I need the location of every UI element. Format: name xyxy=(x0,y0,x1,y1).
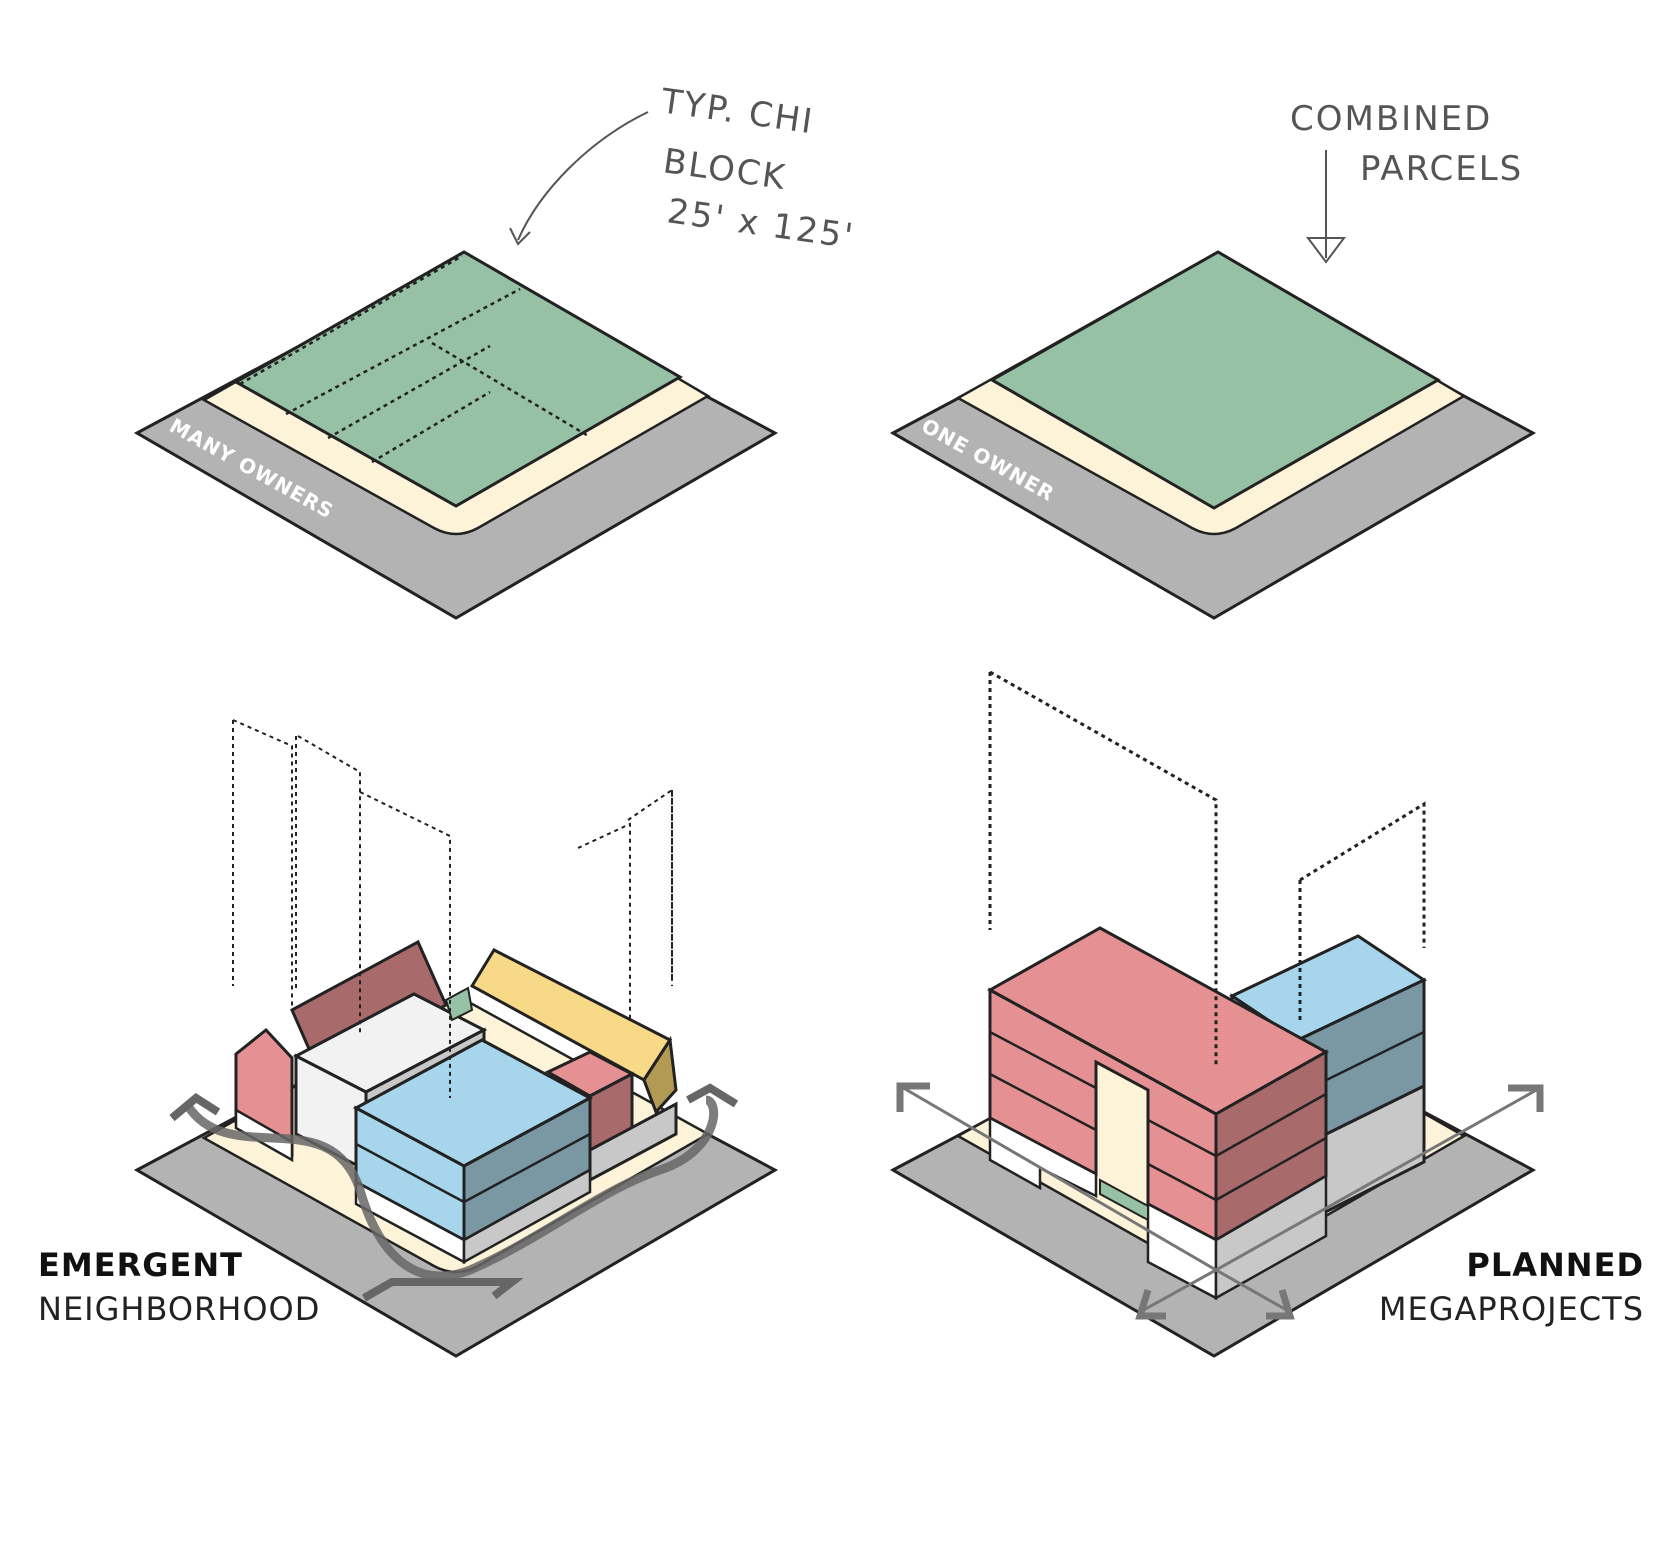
parcel-lines xyxy=(235,254,681,508)
building-gray-base-side xyxy=(1214,1173,1328,1301)
building-blue-base-side xyxy=(462,1167,592,1265)
red-floor-line-1 xyxy=(989,1030,1097,1090)
parcel-combined xyxy=(988,250,1442,510)
note-left-arrowhead xyxy=(509,227,531,246)
red-floor-line-side-2 xyxy=(1215,1136,1327,1202)
red-floor-line-3 xyxy=(1147,1118,1217,1158)
green-patch xyxy=(1099,1178,1149,1222)
note-left-line3: 25' x 125' xyxy=(665,191,857,257)
caption-subtitle-right: MEGAPROJECTS xyxy=(1378,1290,1644,1328)
caption-title-right: PLANNED xyxy=(1466,1246,1644,1284)
red-floor-line-2 xyxy=(989,1072,1097,1132)
blue-floor-line xyxy=(355,1142,465,1204)
note-right-arrowhead xyxy=(1306,237,1346,264)
note-right-line2: PARCELS xyxy=(1360,149,1523,189)
caption-subtitle-left: NEIGHBORHOOD xyxy=(38,1290,321,1328)
red-floor-line-side-1 xyxy=(1215,1092,1327,1158)
ownership-drop-lines xyxy=(988,670,1426,1068)
circulation-arrow-bottom xyxy=(362,1278,524,1302)
blue-floor-line-side xyxy=(463,1132,591,1204)
circulation-arrow-right xyxy=(686,1083,739,1108)
green-patch xyxy=(444,986,474,1022)
handwritten-note-left: TYP. CHI BLOCK 25' x 125' xyxy=(509,81,857,257)
emergent-neighborhood-model xyxy=(133,719,779,1358)
planned-megaproject-model xyxy=(889,670,1544,1358)
caption-title-left: EMERGENT xyxy=(38,1246,243,1284)
handwritten-note-right: COMBINED PARCELS xyxy=(1290,99,1523,264)
red-floor-line-4 xyxy=(1147,1162,1217,1202)
circulation-path xyxy=(184,1095,719,1281)
note-left-arrow xyxy=(517,111,649,241)
access-arrows xyxy=(896,1082,1544,1320)
block-one-owner: ONE OWNER xyxy=(889,250,1537,620)
ownership-drop-lines xyxy=(232,719,673,1098)
note-left-line1: TYP. CHI xyxy=(658,81,817,142)
building-yellow-end xyxy=(642,1035,678,1115)
note-left-line2: BLOCK xyxy=(661,141,789,198)
block-many-owners: MANY OWNERS xyxy=(133,250,779,620)
circulation-arrow-left xyxy=(169,1093,221,1122)
note-right-line1: COMBINED xyxy=(1290,99,1492,139)
